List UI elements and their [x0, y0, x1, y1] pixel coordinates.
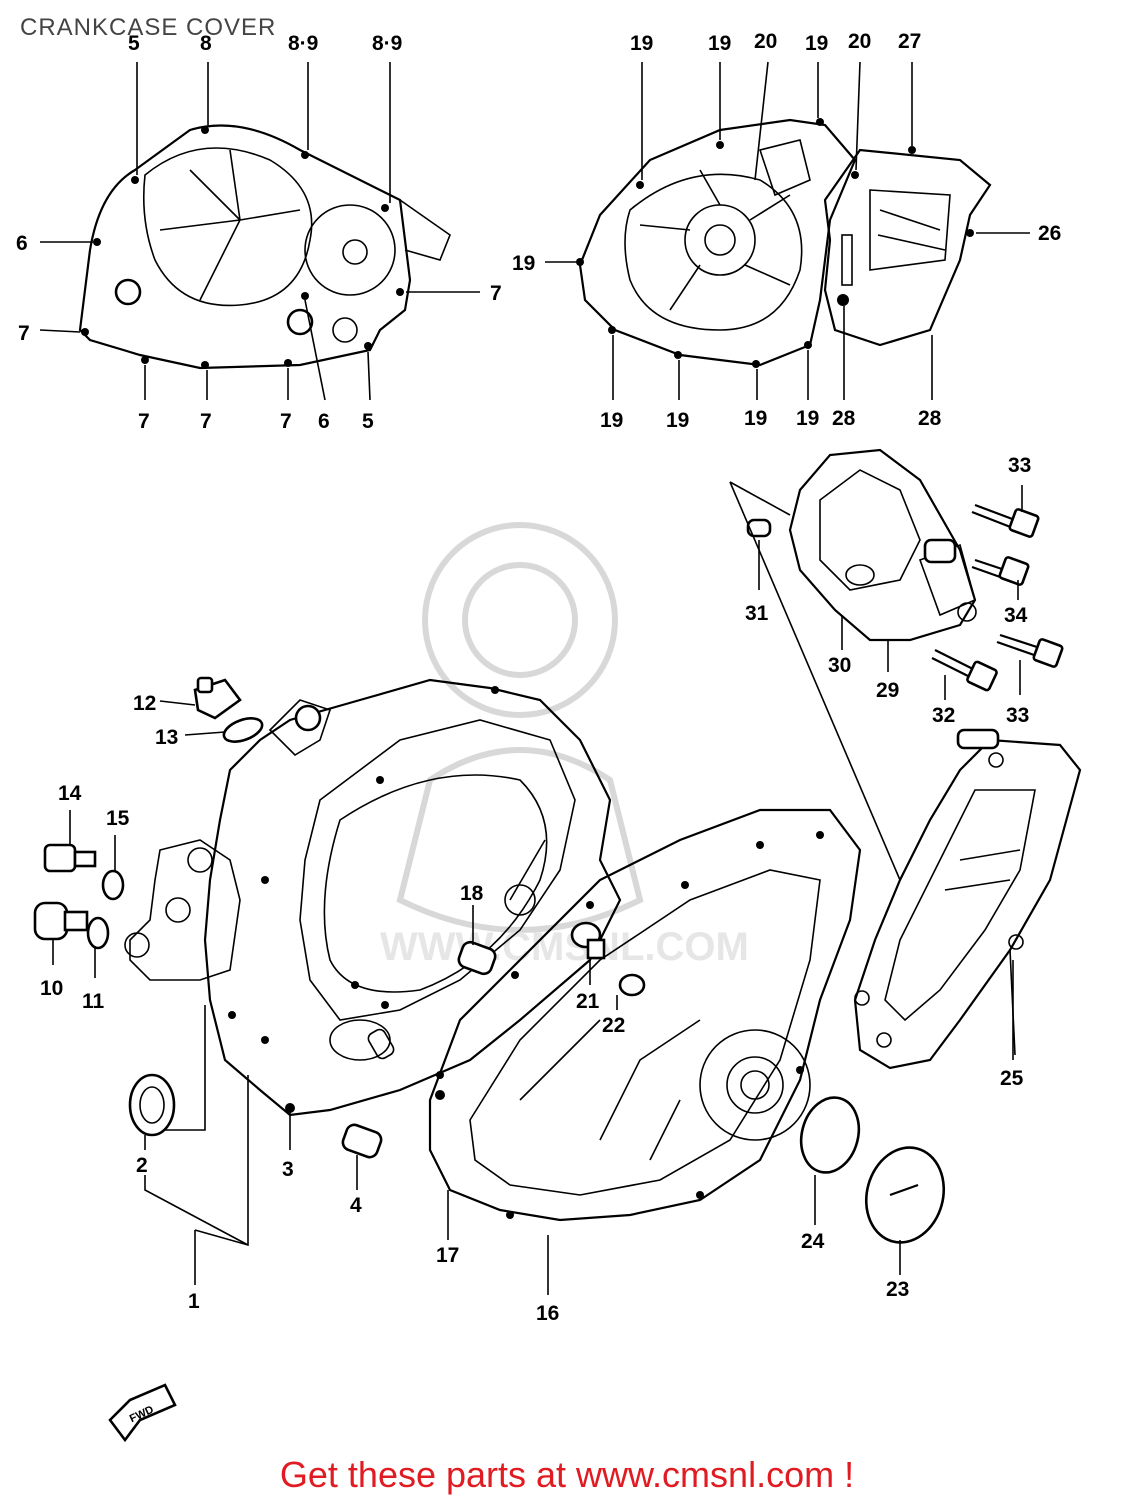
callout-34: 34	[1004, 604, 1028, 627]
callout-24: 24	[801, 1230, 825, 1253]
callout-29: 29	[876, 679, 899, 702]
right-cover-leaders	[545, 61, 1030, 400]
right-cover-outline	[578, 118, 857, 367]
callout-33: 33	[1008, 454, 1031, 477]
callout-22: 22	[602, 1014, 625, 1037]
fwd-arrow-icon: FWD	[108, 1383, 177, 1443]
crankcase-cover-1	[124, 678, 622, 1117]
dowel-31	[746, 518, 772, 538]
callout-31: 31	[745, 602, 769, 625]
callout-30: 30	[828, 654, 851, 677]
callout-4: 4	[350, 1194, 362, 1217]
plug-10	[33, 901, 89, 941]
bolt-34	[971, 556, 1030, 586]
callout-19: 19	[744, 407, 767, 430]
crankcase-cover-1-bolts	[228, 686, 499, 1113]
callout-28: 28	[918, 407, 942, 430]
callout-16: 16	[536, 1302, 559, 1325]
left-cover-leaders	[39, 62, 480, 401]
left-cover-bolts	[81, 126, 404, 369]
dowel-4	[341, 1123, 383, 1159]
watermark: WWW.CMSNL.COM	[380, 522, 749, 969]
lower-leaders	[52, 700, 1014, 1295]
callout-10: 10	[40, 977, 63, 1000]
diagram-title: CRANKCASE COVER	[20, 14, 277, 41]
release-leaders	[729, 481, 1023, 881]
callout-3: 3	[282, 1158, 294, 1181]
callout-8-9: 8·9	[372, 32, 402, 55]
callout-7: 7	[280, 410, 292, 433]
callout-5: 5	[128, 32, 140, 55]
o-ring-24	[799, 1096, 861, 1174]
left-cover-outline	[78, 124, 451, 370]
callout-7: 7	[200, 410, 212, 433]
oil-filler-cap-12	[193, 676, 242, 720]
callout-19: 19	[666, 409, 689, 432]
parts-diagram: WWW.CMSNL.COM	[16, 30, 1082, 1443]
callout-8-9: 8·9	[288, 32, 318, 55]
callout-23: 23	[886, 1278, 909, 1301]
callout-labels: 5 8 8·9 8·9 6 7 7 7 7 7 6 5 19 19 20 19 …	[16, 30, 1061, 1325]
callout-20: 20	[848, 30, 871, 53]
callout-19: 19	[796, 407, 819, 430]
callout-21: 21	[576, 990, 600, 1013]
washer-15	[101, 869, 125, 901]
callout-25: 25	[1000, 1067, 1024, 1090]
callout-5: 5	[362, 410, 374, 433]
callout-13: 13	[155, 726, 178, 749]
callout-26: 26	[1038, 222, 1061, 245]
plug-14	[43, 843, 97, 873]
dowel-18	[457, 940, 497, 976]
clutch-cover-16-bolts	[435, 831, 824, 1219]
callout-19: 19	[708, 32, 731, 55]
callout-19: 19	[805, 32, 828, 55]
callout-7: 7	[138, 410, 150, 433]
callout-19: 19	[512, 252, 535, 275]
callout-28: 28	[832, 407, 856, 430]
callout-7: 7	[18, 322, 30, 345]
callout-19: 19	[630, 32, 653, 55]
callout-6: 6	[318, 410, 330, 433]
plug-21	[570, 921, 606, 960]
o-ring-13	[222, 717, 264, 743]
clutch-cover-16	[428, 808, 862, 1222]
callout-32: 32	[932, 704, 955, 727]
callout-33: 33	[1006, 704, 1029, 727]
callout-8: 8	[200, 32, 212, 55]
callout-19: 19	[600, 409, 623, 432]
callout-6: 6	[16, 232, 28, 255]
cap-23	[864, 1146, 946, 1244]
sprocket-cover-top	[823, 148, 992, 347]
callout-27: 27	[898, 30, 921, 53]
bolt-33-bottom	[996, 633, 1064, 668]
release-assembly	[788, 448, 977, 642]
callout-2: 2	[136, 1154, 148, 1177]
right-cover-bolts	[576, 118, 974, 368]
callout-1: 1	[188, 1290, 200, 1313]
bolt-32	[931, 649, 998, 692]
watermark-text: WWW.CMSNL.COM	[380, 925, 749, 969]
callout-18: 18	[460, 882, 484, 905]
washer-11	[86, 916, 110, 950]
washer-22	[618, 973, 646, 997]
footer-link-text[interactable]: Get these parts at www.cmsnl.com !	[279, 1454, 855, 1495]
callout-7: 7	[490, 282, 502, 305]
callout-20: 20	[754, 30, 777, 53]
callout-11: 11	[82, 990, 105, 1013]
callout-15: 15	[106, 807, 130, 830]
callout-14: 14	[58, 782, 82, 805]
oil-seal-2	[128, 1073, 176, 1137]
bolt-33-top	[971, 503, 1040, 538]
callout-12: 12	[133, 692, 156, 715]
callout-17: 17	[436, 1244, 459, 1267]
sprocket-cover-25	[853, 728, 1082, 1070]
